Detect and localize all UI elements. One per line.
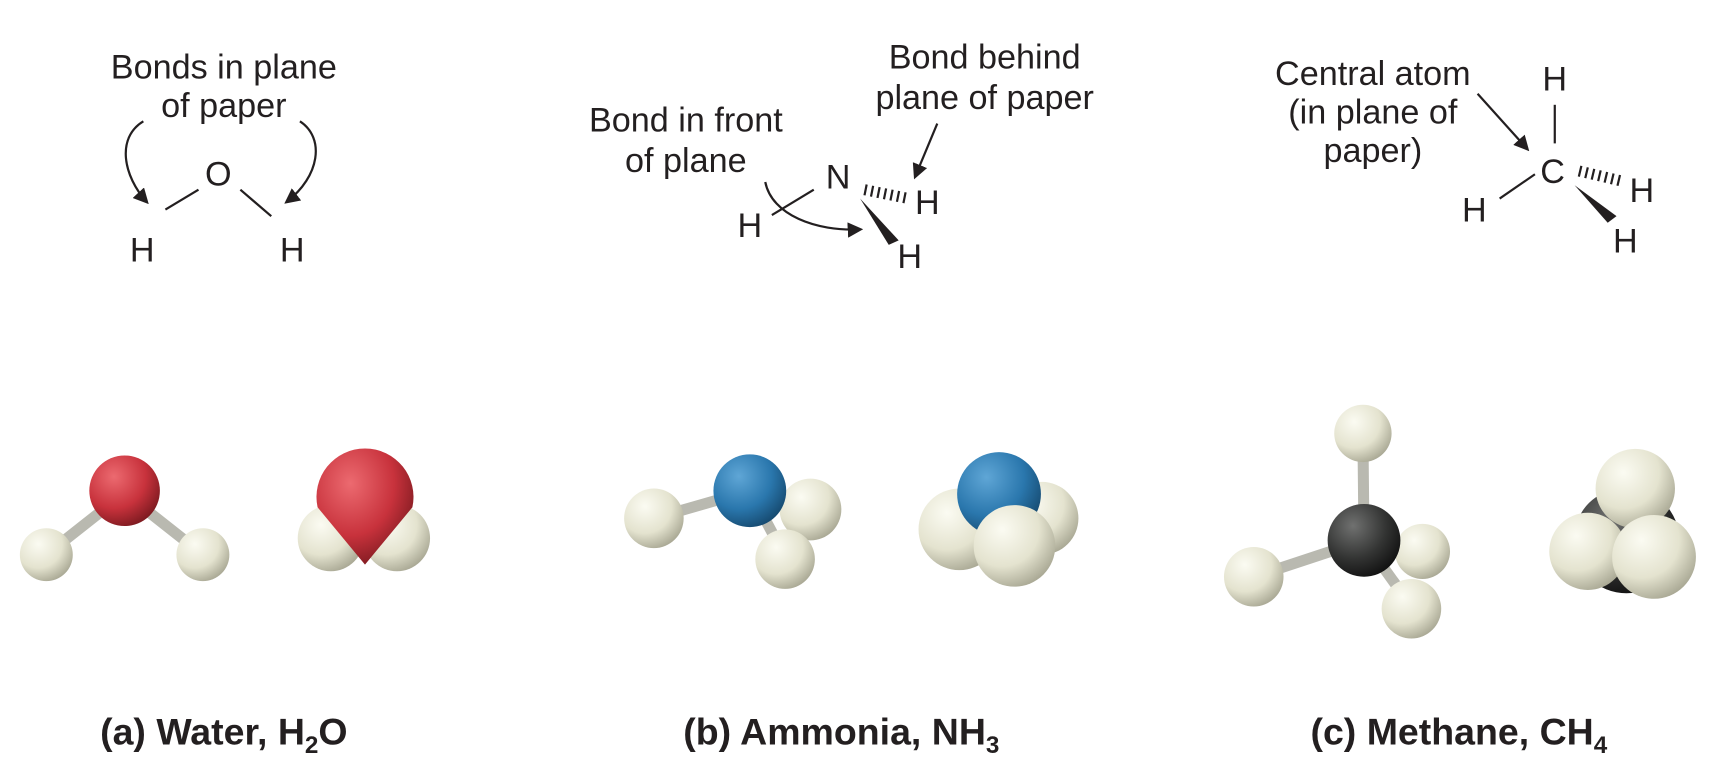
ammonia-front-annotation-line2: of plane xyxy=(625,142,747,180)
hashed-wedge-bond xyxy=(863,184,910,204)
methane-annotation-line1: Central atom xyxy=(1275,55,1471,93)
water-ball-and-stick-model xyxy=(19,455,230,582)
arrow-front xyxy=(764,181,864,238)
ammonia-ball-and-stick-model xyxy=(624,454,842,589)
arrow-left xyxy=(124,120,149,205)
methane-ball-and-stick-model xyxy=(1223,404,1451,639)
methane-space-filling-model xyxy=(1549,448,1696,599)
methane-panel: Central atom (in plane of paper) H C H H… xyxy=(1223,55,1696,759)
ammonia-behind-annotation-line1: Bond behind xyxy=(889,38,1081,76)
arrow-behind xyxy=(912,123,939,180)
ammonia-front-annotation-line1: Bond in front xyxy=(589,101,783,139)
water-panel: Bonds in plane of paper O H H (a) Water,… xyxy=(19,48,431,759)
arrow-central-atom xyxy=(1476,93,1530,152)
water-space-filling-model xyxy=(297,448,431,572)
hydrogen-symbol: H xyxy=(737,207,762,245)
bond-line xyxy=(771,188,815,217)
hydrogen-symbol: H xyxy=(280,231,305,269)
oxygen-symbol: O xyxy=(205,155,232,193)
bond-line xyxy=(1499,173,1536,200)
bond-line xyxy=(164,188,200,211)
bond-line xyxy=(239,188,272,218)
ammonia-space-filling-model xyxy=(918,452,1079,587)
hydrogen-symbol: H xyxy=(1542,60,1567,98)
hydrogen-symbol: H xyxy=(915,184,940,222)
methane-annotation-line2: (in plane of xyxy=(1288,94,1458,132)
arrow-right xyxy=(284,120,317,204)
carbon-symbol: C xyxy=(1540,153,1565,191)
nitrogen-symbol: N xyxy=(826,159,851,197)
methane-annotation-line3: paper) xyxy=(1323,132,1422,170)
hydrogen-symbol: H xyxy=(1613,223,1638,261)
water-annotation-line2: of paper xyxy=(161,87,286,125)
ammonia-behind-annotation-line2: plane of paper xyxy=(875,79,1094,117)
water-annotation-line1: Bonds in plane xyxy=(111,48,337,86)
methane-caption: (c) Methane, CH4 xyxy=(1310,710,1607,759)
ammonia-caption: (b) Ammonia, NH3 xyxy=(683,710,999,759)
solid-wedge-bond xyxy=(1574,185,1617,223)
hydrogen-symbol: H xyxy=(897,238,922,276)
ammonia-panel: Bond behind plane of paper Bond in front… xyxy=(589,38,1094,759)
hydrogen-symbol: H xyxy=(1462,192,1487,230)
hashed-wedge-bond xyxy=(1577,165,1623,187)
hydrogen-symbol: H xyxy=(130,231,155,269)
hydrogen-symbol: H xyxy=(1630,172,1655,210)
solid-wedge-bond xyxy=(860,198,899,245)
water-caption: (a) Water, H2O xyxy=(100,710,347,759)
